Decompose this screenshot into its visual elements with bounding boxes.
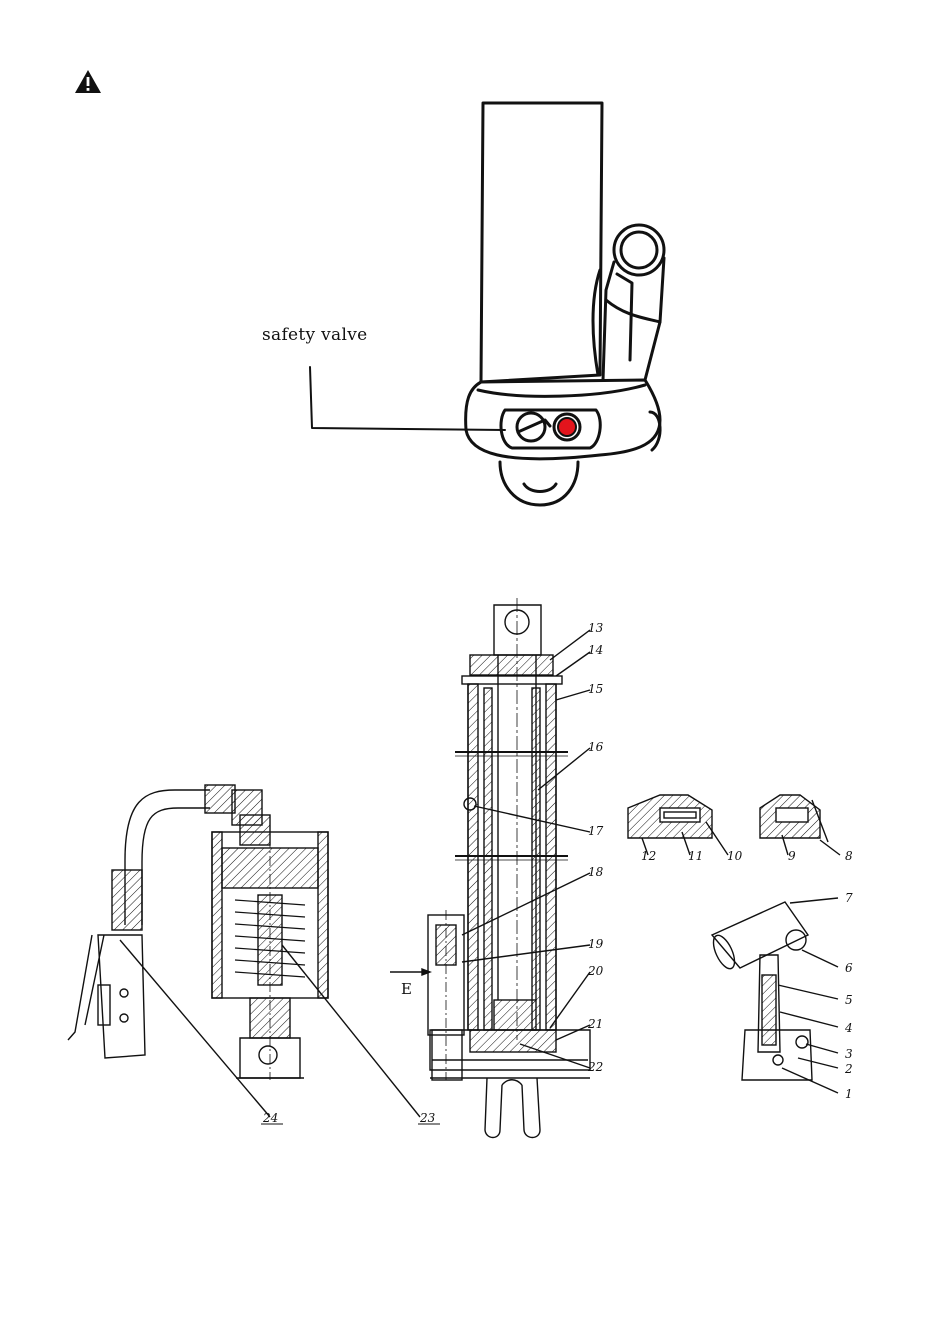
part-number-3: 3	[845, 1047, 853, 1061]
part-number-22: 22	[587, 1060, 603, 1074]
part-number-9: 9	[788, 849, 796, 863]
jack-exterior-illustration	[0, 0, 932, 540]
part-number-11: 11	[688, 849, 703, 863]
part-number-17: 17	[588, 824, 604, 838]
safety-valve-marker	[558, 418, 576, 436]
part-number-6: 6	[845, 961, 853, 975]
safety-valve-label: safety valve	[262, 325, 368, 345]
part-number-24: 24	[262, 1111, 278, 1125]
jack-sectional-drawing: 1 2 3 4 5 6 7 8 9 10 11 12 13 14 15 16 1…	[0, 560, 932, 1160]
part-number-2: 2	[844, 1062, 853, 1076]
part-number-7: 7	[845, 891, 853, 905]
part-number-19: 19	[588, 937, 604, 951]
part-number-4: 4	[844, 1021, 853, 1035]
part-number-23: 23	[419, 1111, 436, 1125]
part-number-18: 18	[588, 865, 604, 879]
part-number-15: 15	[588, 682, 603, 696]
part-number-8: 8	[845, 849, 853, 863]
part-number-21: 21	[587, 1017, 603, 1031]
part-number-20: 20	[587, 964, 604, 978]
part-number-5: 5	[845, 993, 853, 1007]
part-number-16: 16	[588, 740, 604, 754]
part-number-10: 10	[727, 849, 743, 863]
part-number-1: 1	[845, 1087, 853, 1101]
part-number-14: 14	[588, 643, 603, 657]
view-marker-e: E	[401, 980, 412, 998]
part-number-13: 13	[588, 621, 604, 635]
part-number-12: 12	[641, 849, 656, 863]
